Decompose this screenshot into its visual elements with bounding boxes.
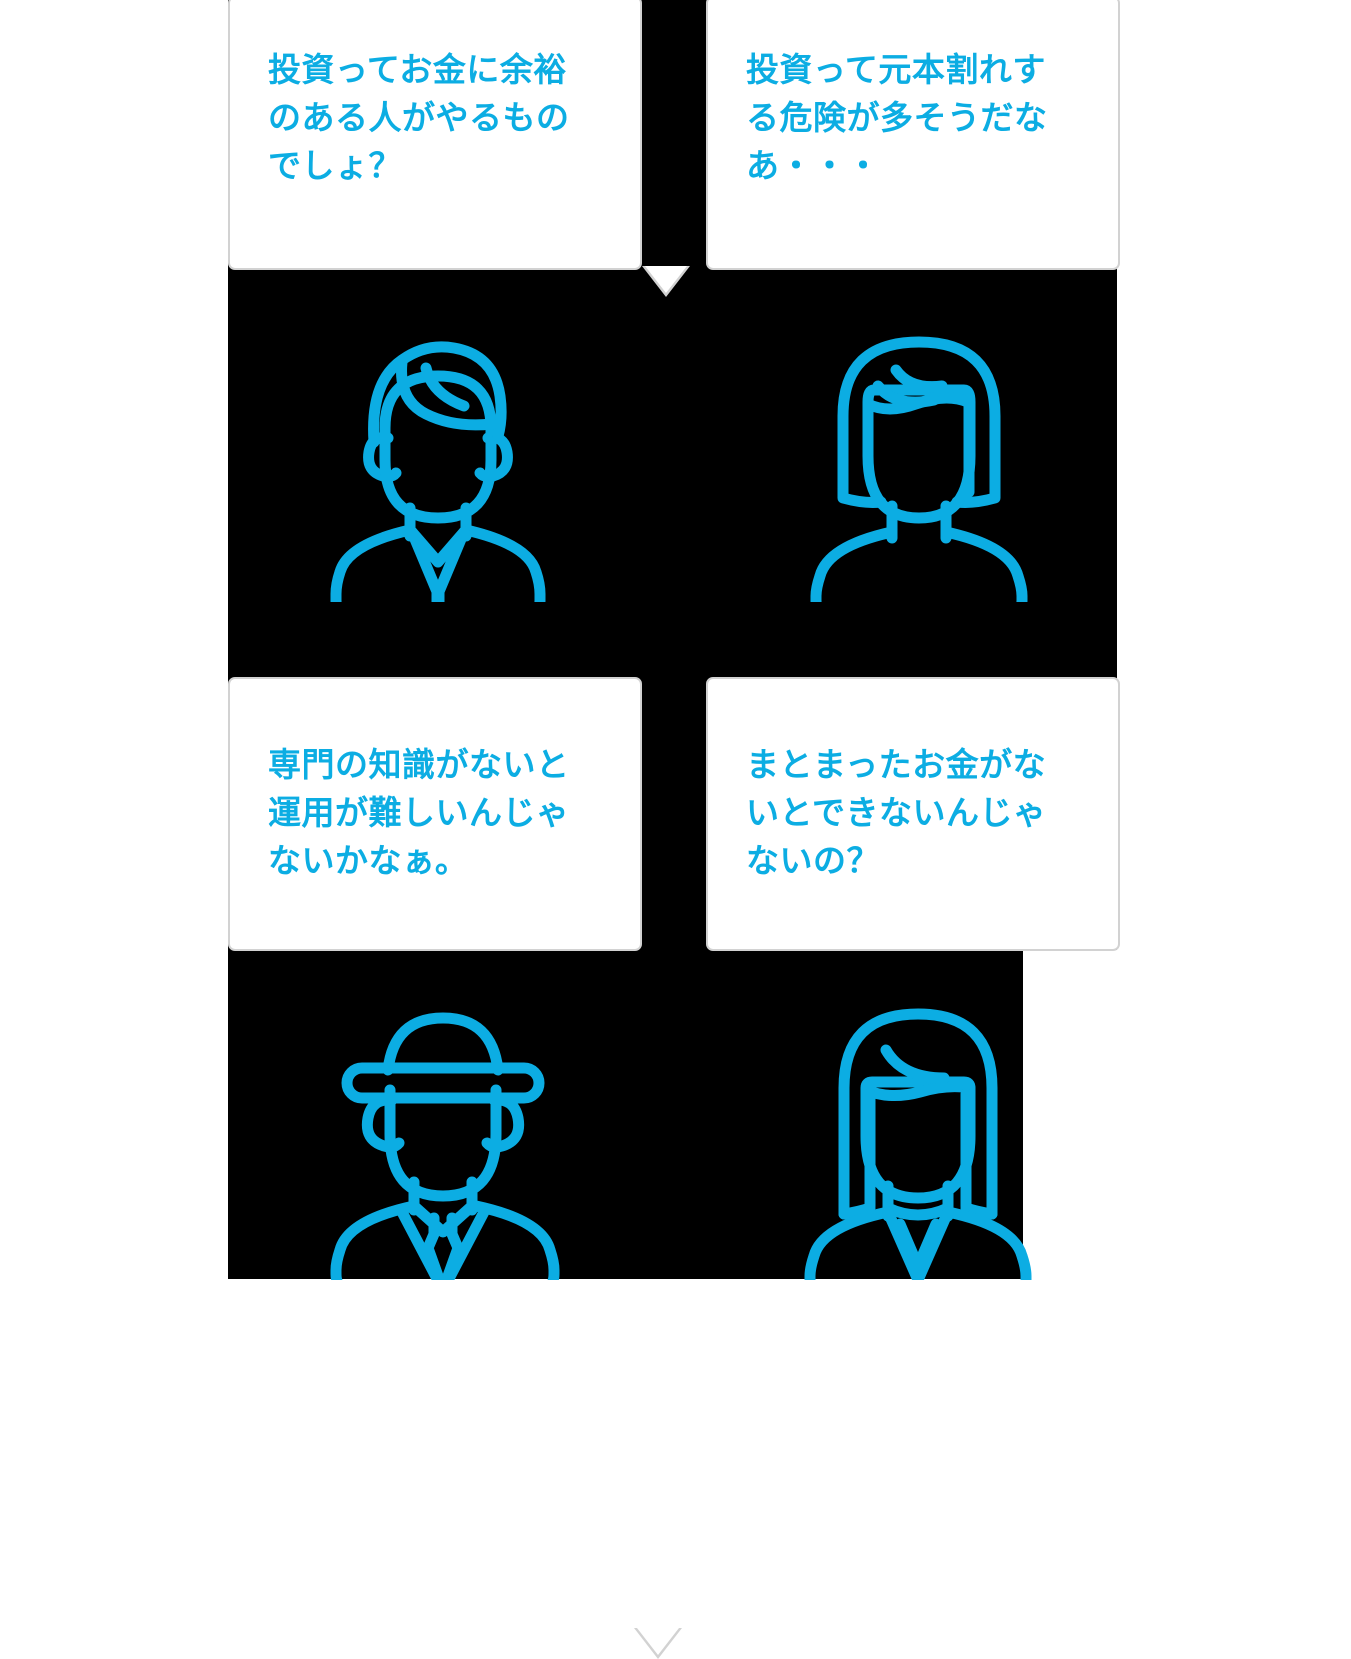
young-man-avatar [330,330,546,602]
speech-bubble-1-tail-fill [645,266,687,293]
speech-bubble-3: 専門の知識がないと 運用が難しいんじゃ ないかなぁ。 [228,677,682,1659]
young-woman-bob-avatar [806,330,1032,602]
speech-bubble-4-text: まとまったお金がな いとできないんじゃ ないの？ [746,746,1047,879]
speech-bubble-1-text: 投資ってお金に余裕 のある人がやるもの でしょ？ [268,51,570,184]
woman-long-hair-avatar [800,1002,1036,1280]
speech-bubble-2: 投資って元本割れす る危険が多そうだな あ・・・ [706,0,1120,270]
speech-bubble-1: 投資ってお金に余裕 のある人がやるもの でしょ？ [228,0,690,297]
illustration-canvas: 投資ってお金に余裕 のある人がやるもの でしょ？ [228,0,1120,1659]
speech-bubble-3-text: 専門の知識がないと 運用が難しいんじゃ ないかなぁ。 [268,746,570,879]
older-man-hat-avatar [330,1002,560,1280]
speech-bubble-3-tail-fill [637,1628,679,1655]
speech-bubble-4: まとまったお金がな いとできないんじゃ ないの？ [706,677,1120,951]
speech-bubble-2-text: 投資って元本割れす る危険が多そうだな あ・・・ [746,51,1048,184]
